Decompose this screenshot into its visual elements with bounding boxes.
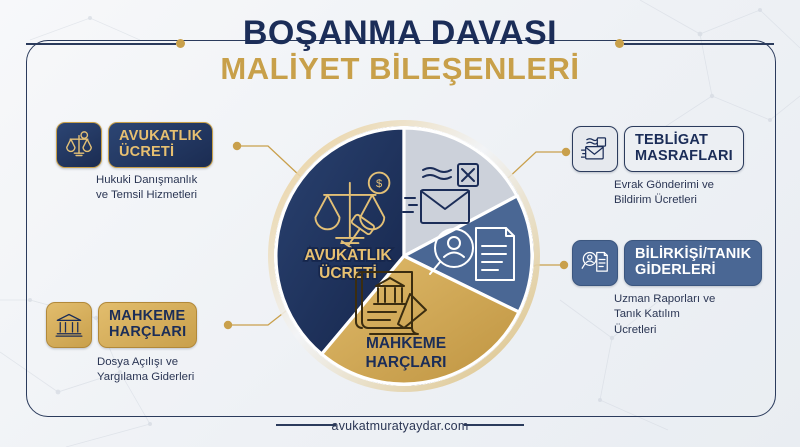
magnifier-document-icon <box>572 240 618 286</box>
callout-title-line2: HARÇLARI <box>109 324 187 340</box>
desc-line-2: Yargılama Giderleri <box>97 371 195 384</box>
desc-line-2: Tanık Katılım <box>614 308 680 321</box>
footer-rule-right <box>464 424 524 426</box>
pie-label-mahkeme-line2: HARÇLARI <box>366 354 447 371</box>
title-line-1: BOŞANMA DAVASI <box>242 14 558 52</box>
pie-slice-mahkeme-harclari[interactable] <box>320 254 521 386</box>
callout-title-line1: TEBLİGAT <box>635 132 709 149</box>
title-line-2: MALİYET BİLEŞENLERİ <box>220 50 580 86</box>
scales-icon <box>56 122 102 168</box>
website-url[interactable]: avukatmuratyaydar.com <box>331 419 469 433</box>
callout-desc-avukatlik-ucreti: Hukuki Danışmanlık ve Temsil Hizmetleri <box>96 173 271 204</box>
desc-line-3: Ücretleri <box>614 323 657 336</box>
pie-label-mahkeme-line1: MAHKEME <box>366 335 446 352</box>
callout-title-line2: MASRAFLARI <box>635 148 733 164</box>
callout-pill: BİLİRKİŞİ/TANIK GİDERLERİ <box>624 240 763 286</box>
pie-svg: $ AVUKATLIK ÜCRETİ <box>268 120 540 392</box>
callout-title-line2: ÜCRETİ <box>119 144 175 160</box>
callout-desc-tebligat-masraflari: Evrak Gönderimi ve Bildirim Ücretleri <box>614 178 794 209</box>
callout-title-line1: MAHKEME <box>109 308 186 325</box>
pie-label-avukatlik-line1: AVUKATLIK <box>304 247 392 264</box>
scales-gavel-icon: $ <box>314 171 391 252</box>
callout-mahkeme-harclari[interactable]: MAHKEME HARÇLARI <box>46 302 198 348</box>
desc-line-1: Dosya Açılışı ve <box>97 356 179 368</box>
callout-pill: MAHKEME HARÇLARI <box>98 302 198 348</box>
title-dot-left <box>176 39 185 48</box>
title-rule-right <box>624 43 774 45</box>
footer-rule-left <box>276 424 336 426</box>
desc-line-1: Hukuki Danışmanlık <box>96 174 198 186</box>
callout-desc-mahkeme-harclari: Dosya Açılışı ve Yargılama Giderleri <box>97 355 282 386</box>
envelope-mail-icon <box>402 163 479 224</box>
callout-bilirkisi-tanik-giderleri[interactable]: BİLİRKİŞİ/TANIK GİDERLERİ <box>572 240 763 286</box>
page-title: BOŞANMA DAVASI MALİYET BİLEŞENLERİ <box>0 16 800 85</box>
pie-slice-label-mahkeme: MAHKEME HARÇLARI <box>366 335 447 371</box>
desc-line-1: Uzman Raporları ve <box>614 293 716 305</box>
scroll-courthouse-pen-icon <box>355 271 427 335</box>
callout-pill: AVUKATLIK ÜCRETİ <box>108 122 214 168</box>
callout-title-line2: GİDERLERİ <box>635 262 716 278</box>
callout-title-line1: AVUKATLIK <box>119 128 203 145</box>
pie-label-avukatlik-line2: ÜCRETİ <box>319 265 377 282</box>
desc-line-2: ve Temsil Hizmetleri <box>96 189 198 202</box>
cost-breakdown-pie-chart: $ AVUKATLIK ÜCRETİ <box>266 118 542 394</box>
callout-title-line1: BİLİRKİŞİ/TANIK <box>635 246 752 263</box>
callout-tebligat-masraflari[interactable]: TEBLİGAT MASRAFLARI <box>572 126 744 172</box>
courthouse-icon <box>46 302 92 348</box>
desc-line-1: Evrak Gönderimi ve <box>614 179 715 191</box>
callout-pill: TEBLİGAT MASRAFLARI <box>624 126 744 172</box>
desc-line-2: Bildirim Ücretleri <box>614 194 697 207</box>
magnifier-document-icon <box>429 227 515 281</box>
callout-avukatlik-ucreti[interactable]: AVUKATLIK ÜCRETİ <box>56 122 214 168</box>
envelope-icon <box>572 126 618 172</box>
title-dot-right <box>615 39 624 48</box>
callout-desc-bilirkisi-tanik-giderleri: Uzman Raporları ve Tanık Katılım Ücretle… <box>614 292 794 338</box>
pie-slice-bilirkisi-tanik-giderleri[interactable] <box>402 194 534 314</box>
svg-text:$: $ <box>376 178 383 190</box>
title-rule-left <box>26 43 176 45</box>
decorative-frame <box>26 40 776 417</box>
footer: avukatmuratyaydar.com <box>0 417 800 435</box>
